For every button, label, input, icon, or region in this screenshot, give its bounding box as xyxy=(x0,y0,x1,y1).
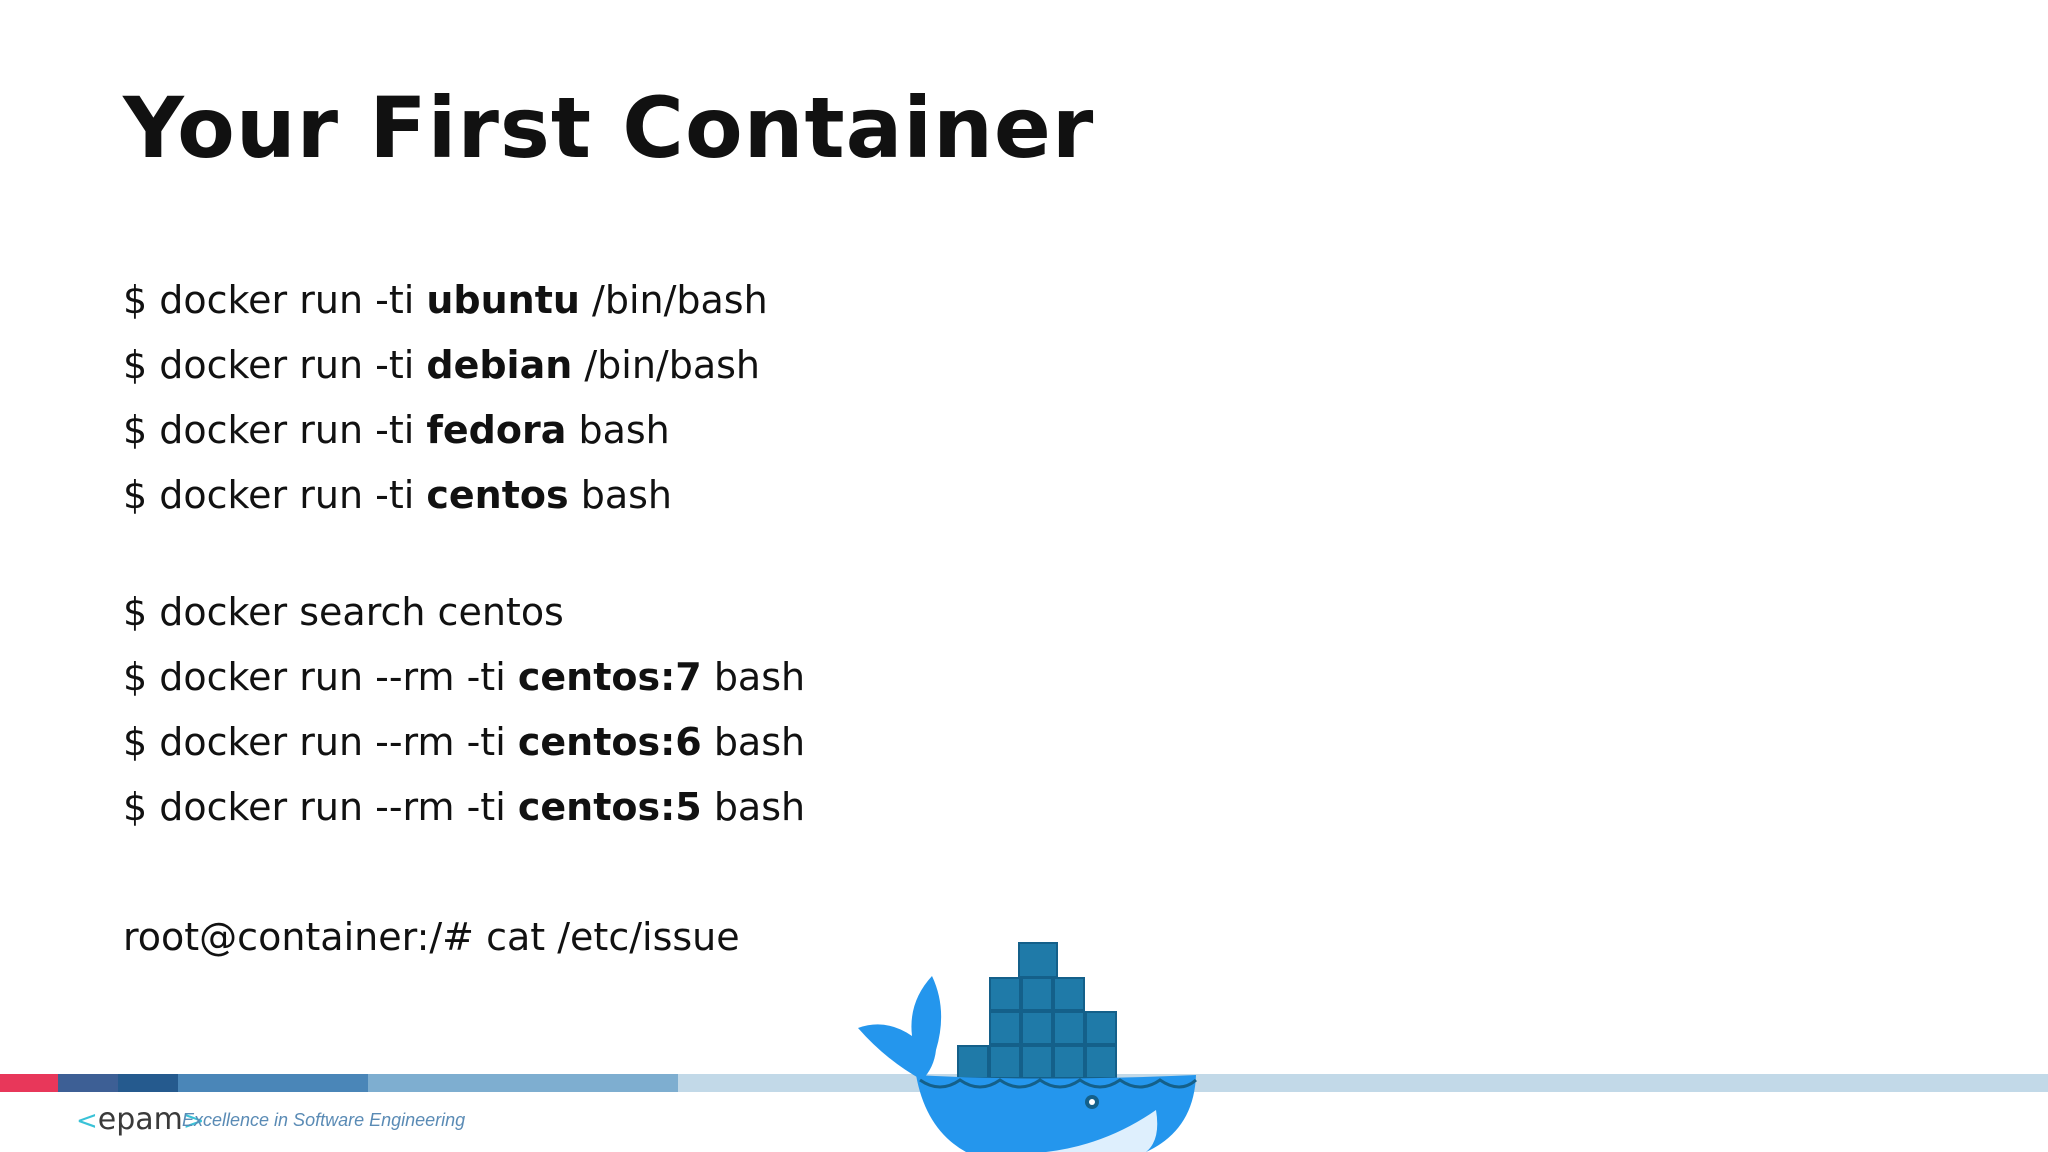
whale-belly xyxy=(1046,1110,1158,1152)
command-text: $ docker run --rm -ti xyxy=(123,655,518,699)
command-image-name: ubuntu xyxy=(426,278,580,322)
command-text: bash xyxy=(701,785,806,829)
command-text: $ docker run -ti xyxy=(123,473,427,517)
command-image-name: centos:6 xyxy=(517,720,702,764)
command-text: /bin/bash xyxy=(572,343,761,387)
command-line: $ docker run -ti fedora bash xyxy=(123,408,670,452)
command-text: bash xyxy=(566,408,670,452)
command-line: $ docker run --rm -ti centos:5 bash xyxy=(123,785,805,829)
bar-segment xyxy=(368,1074,678,1092)
logo-bracket-right: > xyxy=(182,1106,205,1136)
command-line: root@container:/# cat /etc/issue xyxy=(123,915,740,959)
command-image-name: centos:5 xyxy=(517,785,702,829)
logo-text: epam xyxy=(97,1102,183,1137)
command-text: $ docker run -ti xyxy=(123,408,427,452)
slide-title: Your First Container xyxy=(123,79,1095,177)
command-text: root@container:/# cat /etc/issue xyxy=(123,915,740,959)
bar-segment xyxy=(178,1074,368,1092)
command-image-name: fedora xyxy=(426,408,567,452)
command-line: $ docker run -ti centos bash xyxy=(123,473,672,517)
command-text: $ docker run -ti xyxy=(123,343,427,387)
bar-segment xyxy=(0,1074,58,1092)
footer-tagline: Excellence in Software Engineering xyxy=(182,1110,466,1130)
whale-tail xyxy=(858,976,942,1080)
docker-whale-icon xyxy=(858,942,1197,1152)
bar-segment xyxy=(58,1074,118,1092)
bar-segment xyxy=(118,1074,178,1092)
command-text: bash xyxy=(701,720,806,764)
command-text: $ docker run --rm -ti xyxy=(123,785,518,829)
command-image-name: centos xyxy=(426,473,569,517)
command-text: /bin/bash xyxy=(579,278,768,322)
logo-bracket-left: < xyxy=(76,1106,98,1136)
command-line: $ docker run -ti debian /bin/bash xyxy=(123,343,760,387)
command-image-name: debian xyxy=(426,343,573,387)
command-text: $ docker search centos xyxy=(123,590,564,634)
command-text: $ docker run --rm -ti xyxy=(123,720,518,764)
command-line: $ docker run --rm -ti centos:7 bash xyxy=(123,655,805,699)
whale-waves xyxy=(919,1078,1197,1089)
container-stack xyxy=(957,942,1117,1079)
command-image-name: centos:7 xyxy=(517,655,702,699)
command-line: $ docker run --rm -ti centos:6 bash xyxy=(123,720,805,764)
command-text: $ docker run -ti xyxy=(123,278,427,322)
command-text: bash xyxy=(701,655,806,699)
command-line: $ docker search centos xyxy=(123,590,564,634)
command-text: bash xyxy=(568,473,672,517)
command-line: $ docker run -ti ubuntu /bin/bash xyxy=(123,278,768,322)
epam-logo: <epam> xyxy=(76,1102,205,1137)
